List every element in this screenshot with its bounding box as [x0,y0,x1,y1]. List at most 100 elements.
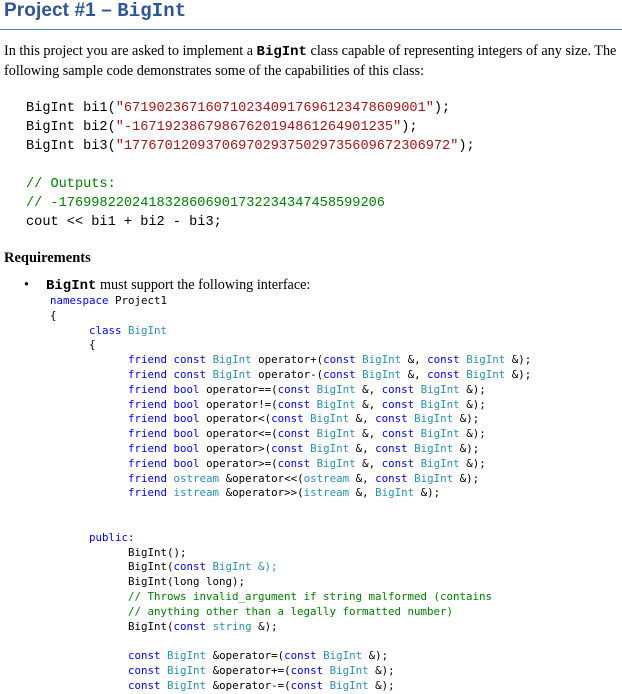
namespace-brace: { [50,308,57,322]
amp-sep: &, [349,441,376,455]
const-kw: const [277,456,311,470]
const-kw: const [427,353,460,367]
const-kw: const [375,471,408,485]
const-kw: const [277,397,311,411]
const-kw: const [381,397,415,411]
bool-kw: bool [173,427,200,441]
const-kw: const [381,456,415,470]
amp-end: &); [453,441,480,455]
type-bigint: BigInt [212,353,252,367]
bool-kw: bool [173,382,200,396]
const-kw: const [375,412,408,426]
title-rule [0,29,622,30]
const-kw: const [323,367,356,381]
namespace-keyword: namespace [50,294,109,307]
type-istream: istream [303,486,350,500]
type-bigint: BigInt [414,412,454,426]
amp-end: &); [453,412,480,426]
amp-sep: &, [349,412,376,426]
title-text: Project #1 – [4,0,118,21]
type-bigint: BigInt [329,663,369,677]
intro-paragraph: In this project you are asked to impleme… [4,42,618,81]
type-bigint: BigInt [212,367,252,381]
ctor-long: BigInt(long long); [128,575,246,589]
ctor-default: BigInt(); [128,545,187,559]
sample-code: BigInt bi1("6719023671607102340917696123… [26,99,475,232]
type-bigint: BigInt [316,427,356,441]
op-plus: operator+( [251,353,324,367]
code-line-2: BigInt bi2( [26,120,116,135]
code-comment-1: // Outputs: [26,177,116,192]
type-bigint: BigInt [316,456,356,470]
type-bigint: BigInt [362,353,402,367]
amp-sep: &, [401,367,428,381]
type-bigint: BigInt [420,456,460,470]
amp-sep: &, [355,382,382,396]
amp-sep: &, [401,353,428,367]
op-le: operator<=( [199,427,278,441]
type-bigint: BigInt [420,427,460,441]
bool-kw: bool [173,441,200,455]
intro-text-1: In this project you are asked to impleme… [4,43,257,59]
interface-code: namespace Project1 { class BigInt { frie… [50,294,531,694]
ctor-string: BigInt( [128,619,174,633]
amp-end: &); [362,649,389,663]
amp-end: &); [459,382,486,396]
code-line-4: cout << bi1 + bi2 - bi3; [26,215,222,230]
amp-end: &); [459,397,486,411]
const-kw: const [277,382,311,396]
code-string-2: "-16719238679867620194861264901235" [115,120,402,135]
code-line-1-end: ); [433,101,451,116]
type-bigint: BigInt [414,471,454,485]
type-bigint: BigInt [316,382,356,396]
friend-kw: friend [128,397,168,411]
code-line-3-end: ); [458,139,475,154]
op-ge: operator>=( [199,456,278,470]
op-gt: operator>( [199,441,272,455]
amp-end: &); [453,471,480,485]
class-keyword: class [89,323,122,337]
requirement-bullet: •BigInt must support the following inter… [24,277,310,294]
friend-kw: friend [128,486,168,500]
type-bigint: BigInt [167,649,207,663]
const-kw: const [427,367,460,381]
amp-sep: &, [355,427,382,441]
op-assign-minus: &operator-=( [206,678,291,692]
friend-kw: friend [128,382,168,396]
bool-kw: bool [173,397,200,411]
type-bigint: BigInt [167,678,207,692]
const-kw: const [173,367,207,381]
ctor-copy-end: BigInt &); [206,560,278,574]
amp-sep: &, [349,486,376,500]
ctor-string-end: &); [251,619,278,633]
friend-kw: friend [128,412,168,426]
type-bigint: BigInt [466,353,506,367]
amp-end: &); [505,353,532,367]
type-bigint: BigInt [323,649,363,663]
bullet-dot-icon: • [24,277,29,293]
op-assign-plus: &operator+=( [206,663,291,677]
const-kw: const [323,353,356,367]
type-bigint: BigInt [466,367,506,381]
const-kw: const [277,427,311,441]
type-istream: istream [173,486,220,500]
amp-end: &); [368,678,395,692]
const-kw: const [173,353,207,367]
intro-code: BigInt [256,44,307,60]
type-bigint: BigInt [375,486,415,500]
op-assign: &operator=( [206,649,285,663]
amp-end: &); [459,456,486,470]
class-brace: { [89,338,96,352]
const-kw: const [381,427,415,441]
const-kw: const [290,678,324,692]
op-eq: operator==( [199,382,278,396]
const-kw: const [375,441,408,455]
type-bigint: BigInt [362,367,402,381]
op-out: &operator<<( [219,471,304,485]
namespace-name: Project1 [108,294,168,307]
amp-end: &); [368,663,395,677]
title-code: BigInt [117,0,187,22]
type-bigint: BigInt [310,412,350,426]
type-bigint: BigInt [414,441,454,455]
type-ostream: ostream [173,471,220,485]
